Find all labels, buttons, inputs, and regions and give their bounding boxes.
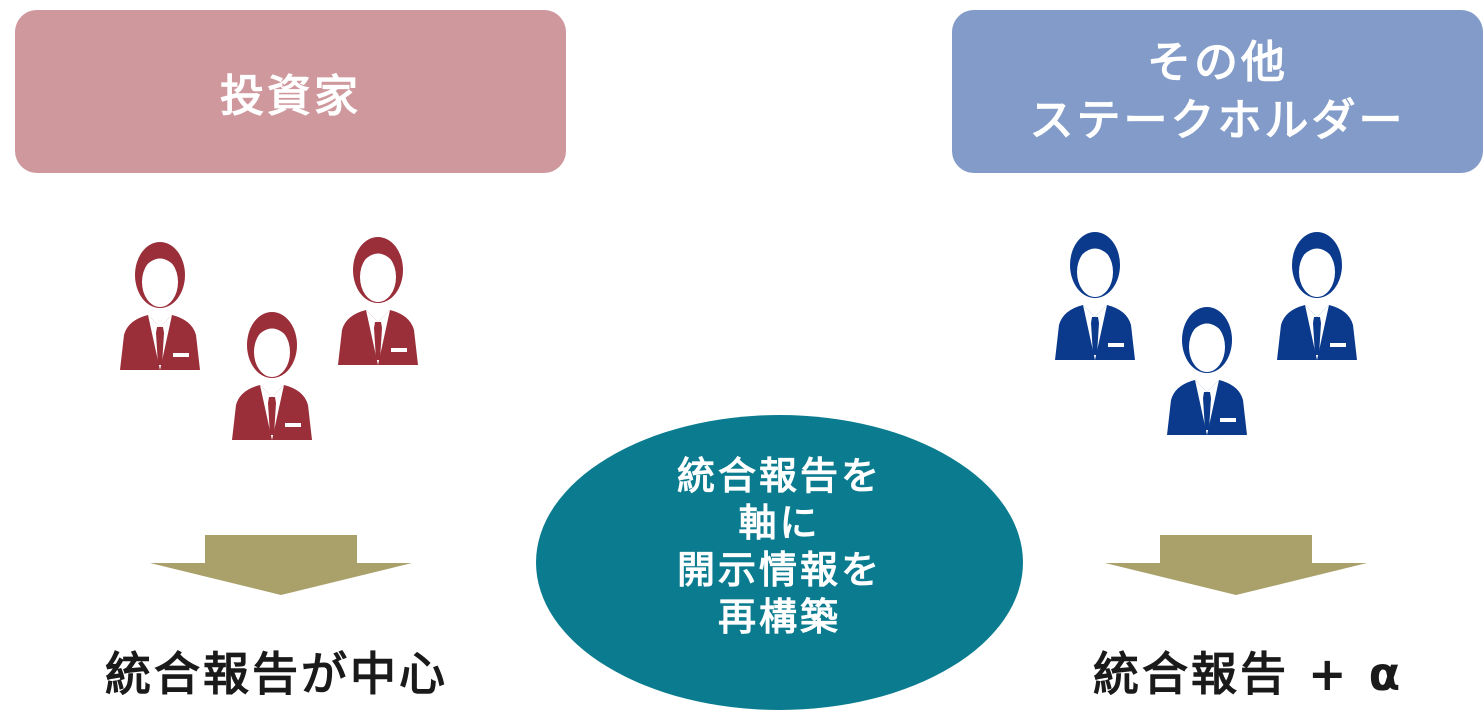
stakeholders-caption: 統合報告 + α [1093, 647, 1404, 701]
stakeholders-title-line2: ステークホルダー [1029, 94, 1406, 146]
investor-caption: 統合報告が中心 [105, 647, 448, 701]
investor-title: 投資家 [220, 70, 361, 122]
center-ellipse: 統合報告を 軸に 開示情報を 再構築 [536, 415, 1023, 710]
center-line-3: 開示情報を [676, 548, 882, 592]
down-arrow-right-icon [1105, 535, 1367, 595]
stakeholders-title-line1: その他 [1147, 36, 1288, 88]
other-stakeholders-box: その他 ステークホルダー [952, 10, 1483, 173]
stakeholders-icon [1055, 232, 1357, 435]
center-line-1: 統合報告を [676, 454, 882, 498]
investors-icon [120, 237, 418, 440]
center-line-4: 再構築 [717, 595, 841, 639]
down-arrow-left-icon [150, 535, 412, 595]
investor-box: 投資家 [15, 10, 566, 173]
center-line-2: 軸に [738, 501, 821, 545]
